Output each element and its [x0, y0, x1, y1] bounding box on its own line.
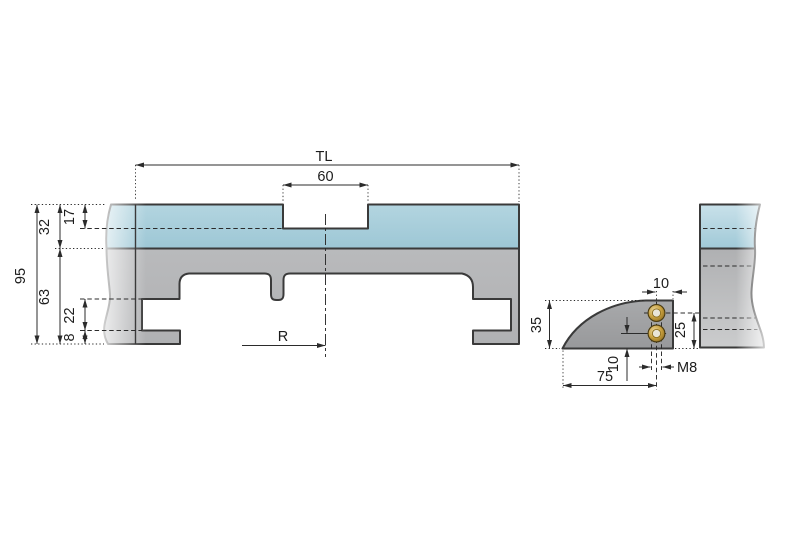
rail-end-view	[699, 201, 768, 351]
dim-thread-size: M8	[677, 360, 697, 376]
dim-wedge-height: 35	[529, 317, 545, 333]
dim-total-length: TL	[316, 149, 333, 165]
threaded-hole-upper	[647, 304, 666, 322]
front-extension-lines	[31, 165, 520, 345]
front-dimension-lines	[34, 162, 519, 357]
beam-body-profile	[103, 247, 520, 345]
dim-groove-width: 60	[317, 169, 333, 185]
dim-upper-hole-offset: 25	[673, 322, 689, 338]
dim-radius: R	[278, 329, 288, 345]
dim-hole-to-edge: 10	[653, 276, 669, 292]
dim-base-height: 63	[37, 289, 53, 305]
wedge-profile	[561, 299, 674, 350]
dim-foot-height: 8	[62, 333, 78, 341]
front-view: TL 60 95 32 63 17 22 8 R	[13, 149, 520, 357]
wedge-dimension-lines	[547, 289, 697, 388]
dim-overall-height: 95	[13, 268, 29, 284]
dim-lower-hole-offset: 10	[606, 356, 622, 372]
break-fade-left	[96, 200, 146, 348]
threaded-hole-lower	[647, 324, 666, 343]
wedge-side-view: 10 35 75 10 25 M8	[529, 276, 700, 390]
dim-pad-height: 32	[37, 219, 53, 235]
dim-slot-height: 22	[62, 307, 78, 323]
dim-groove-depth: 17	[62, 209, 78, 225]
dim-wedge-length: 75	[597, 369, 613, 385]
slide-pad-profile	[105, 203, 520, 250]
break-fade-right	[736, 201, 768, 351]
